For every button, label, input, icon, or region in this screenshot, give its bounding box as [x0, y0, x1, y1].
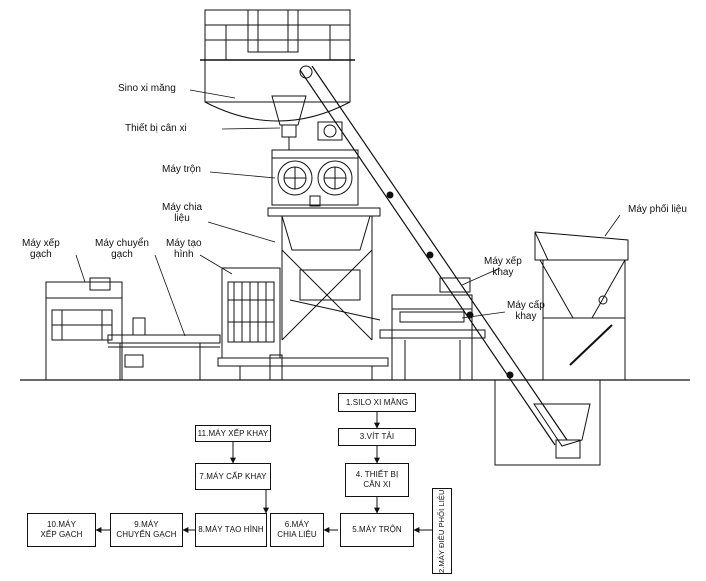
forming-machine: [217, 267, 389, 381]
label-mixer: Máy trộn: [162, 164, 201, 175]
brick-conveyor: [107, 317, 221, 380]
label-distributor: Máy chia liệu: [162, 202, 203, 224]
flow-box-mixer: 5.MÁY TRỘN: [340, 513, 414, 547]
leader-lines: [75, 89, 621, 337]
cement-scale: [271, 95, 307, 150]
batcher: [534, 231, 629, 380]
flow-box-brick-stacker: 10.MÁY XẾP GẠCH: [27, 513, 96, 547]
flow-box-cement-scale: 4. THIẾT BỊ CÂN XI: [345, 463, 409, 497]
label-batcher: Máy phối liệu: [628, 204, 687, 215]
screw-conveyor: [299, 65, 568, 446]
cement-silo: [200, 9, 355, 122]
label-tray-stacker: Máy xếp khay: [484, 256, 522, 278]
flow-box-tray-stacker: 11.MÁY XẾP KHAY: [195, 425, 271, 442]
distributor: [267, 207, 381, 341]
flow-box-forming: 8.MÁY TẠO HÌNH: [195, 513, 267, 547]
brick-stacker: [45, 277, 123, 380]
flow-box-cement-silo: 1.SILO XI MĂNG: [338, 393, 416, 412]
label-brick-stacker: Máy xếp gạch: [22, 238, 60, 260]
flow-box-brick-conveyor: 9.MÁY CHUYỂN GẠCH: [110, 513, 183, 547]
label-former: Máy tạo hình: [166, 238, 202, 260]
tray-machines: [379, 277, 486, 380]
label-brick-conveyor: Máy chuyển gạch: [95, 238, 149, 260]
pit-hopper: [494, 380, 601, 466]
label-tray-feeder: Máy cấp khay: [507, 300, 545, 322]
label-scale: Thiết bị cân xi: [125, 123, 187, 134]
label-silo: Sino xi măng: [118, 83, 176, 94]
mixer: [271, 121, 359, 207]
flow-box-distributor: 6.MÁY CHIA LIỆU: [270, 513, 324, 547]
flow-box-batcher: 2.MÁY ĐIỀU PHỐI LIỆU: [432, 488, 452, 574]
flow-box-screw-conveyor: 3.VÍT TẢI: [338, 428, 416, 446]
flow-box-tray-feeder: 7.MÁY CẤP KHAY: [195, 463, 271, 490]
